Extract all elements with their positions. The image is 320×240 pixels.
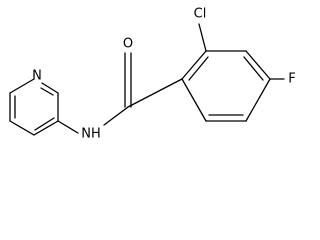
bond-pyr-c5-nh [57,120,79,134]
bond-bz-c3-c4-inner [243,56,264,81]
bond-pyr-c4-c5 [33,120,59,136]
atom-label-oxygen: O [123,37,133,52]
bond-co-aryl [127,78,183,108]
bond-nh-co [103,106,129,126]
bond-bz-c6-c1 [181,78,207,122]
pyridine-ring [9,78,59,136]
atom-label-fluorine: F [288,72,295,87]
atom-label-amide-nh: NH [81,127,101,142]
bond-bz-c1-c2 [181,50,207,80]
bond-bz-c2-cl [198,23,207,52]
bond-bz-c1-c2-inner [188,56,209,81]
benzene-ring [181,50,271,122]
bond-pyr-c4-c5-inner [34,117,55,131]
bond-pyr-c6-n [41,82,59,94]
atom-label-pyridine-n: N [32,69,42,84]
bond-bz-c3-c4 [245,50,271,80]
atom-label-chlorine: Cl [194,7,207,22]
bond-pyr-n-c2 [9,78,35,94]
bond-pyr-c6-n-inner [40,87,54,96]
structure-diagram: O Cl F NH N [9,7,296,142]
bond-bz-c4-c5 [245,78,271,122]
bond-pyr-c3-c4 [9,120,35,136]
